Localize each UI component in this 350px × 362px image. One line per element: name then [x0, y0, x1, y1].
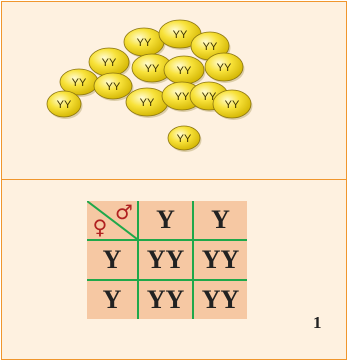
yy-pea: YY	[88, 47, 131, 78]
yy-pea: YY	[163, 55, 206, 86]
pea-genotype-label: YY	[225, 99, 240, 111]
yy-pea: YY	[123, 27, 166, 58]
pea-genotype-label: YY	[102, 57, 117, 69]
male-symbol-icon: ♂	[115, 201, 133, 224]
offspring-cell: YY	[192, 279, 247, 319]
pea-genotype-label: YY	[202, 91, 217, 103]
pea-genotype-label: YY	[140, 97, 155, 109]
yy-pea: YY	[190, 31, 231, 62]
parent-symbols: ♀ ♂	[87, 201, 137, 239]
yy-pea: YY	[204, 52, 245, 83]
offspring-cell: YY	[137, 239, 194, 281]
female-gamete-1: Y	[87, 239, 139, 281]
male-gamete-1: Y	[137, 201, 194, 241]
female-symbol-icon: ♀	[93, 215, 108, 239]
punnett-square-panel: ♀ ♂ Y Y Y YY YY Y YY YY 1	[1, 179, 347, 360]
female-gamete-2: Y	[87, 279, 139, 319]
pea-genotype-label: YY	[203, 41, 218, 53]
pea-genotype-label: YY	[72, 77, 87, 89]
offspring-cell: YY	[192, 239, 247, 281]
pea-genotype-label: YY	[145, 63, 160, 75]
pea-genotype-label: YY	[57, 99, 72, 111]
yy-pea: YY	[46, 90, 83, 119]
pea-genotype-label: YY	[217, 62, 232, 74]
male-gamete-2: Y	[192, 201, 247, 241]
yy-pea: YY	[93, 72, 134, 101]
pea-genotype-label: YY	[106, 81, 121, 93]
pea-genotype-label: YY	[173, 29, 188, 41]
parent-corner-cell: ♀ ♂	[87, 201, 139, 241]
yy-pea: YY	[167, 125, 202, 152]
pea-genotype-label: YY	[177, 65, 192, 77]
pea-genotype-label: YY	[137, 37, 152, 49]
figure-number: 1	[313, 313, 322, 332]
yy-pea: YY	[125, 87, 170, 118]
pea-genotype-label: YY	[177, 133, 192, 145]
offspring-cell: YY	[137, 279, 194, 319]
punnett-square: ♀ ♂ Y Y Y YY YY Y YY YY	[87, 201, 247, 319]
yy-pea: YY	[212, 89, 253, 120]
yy-pea: YY	[131, 53, 174, 84]
pea-genotype-label: YY	[175, 91, 190, 103]
